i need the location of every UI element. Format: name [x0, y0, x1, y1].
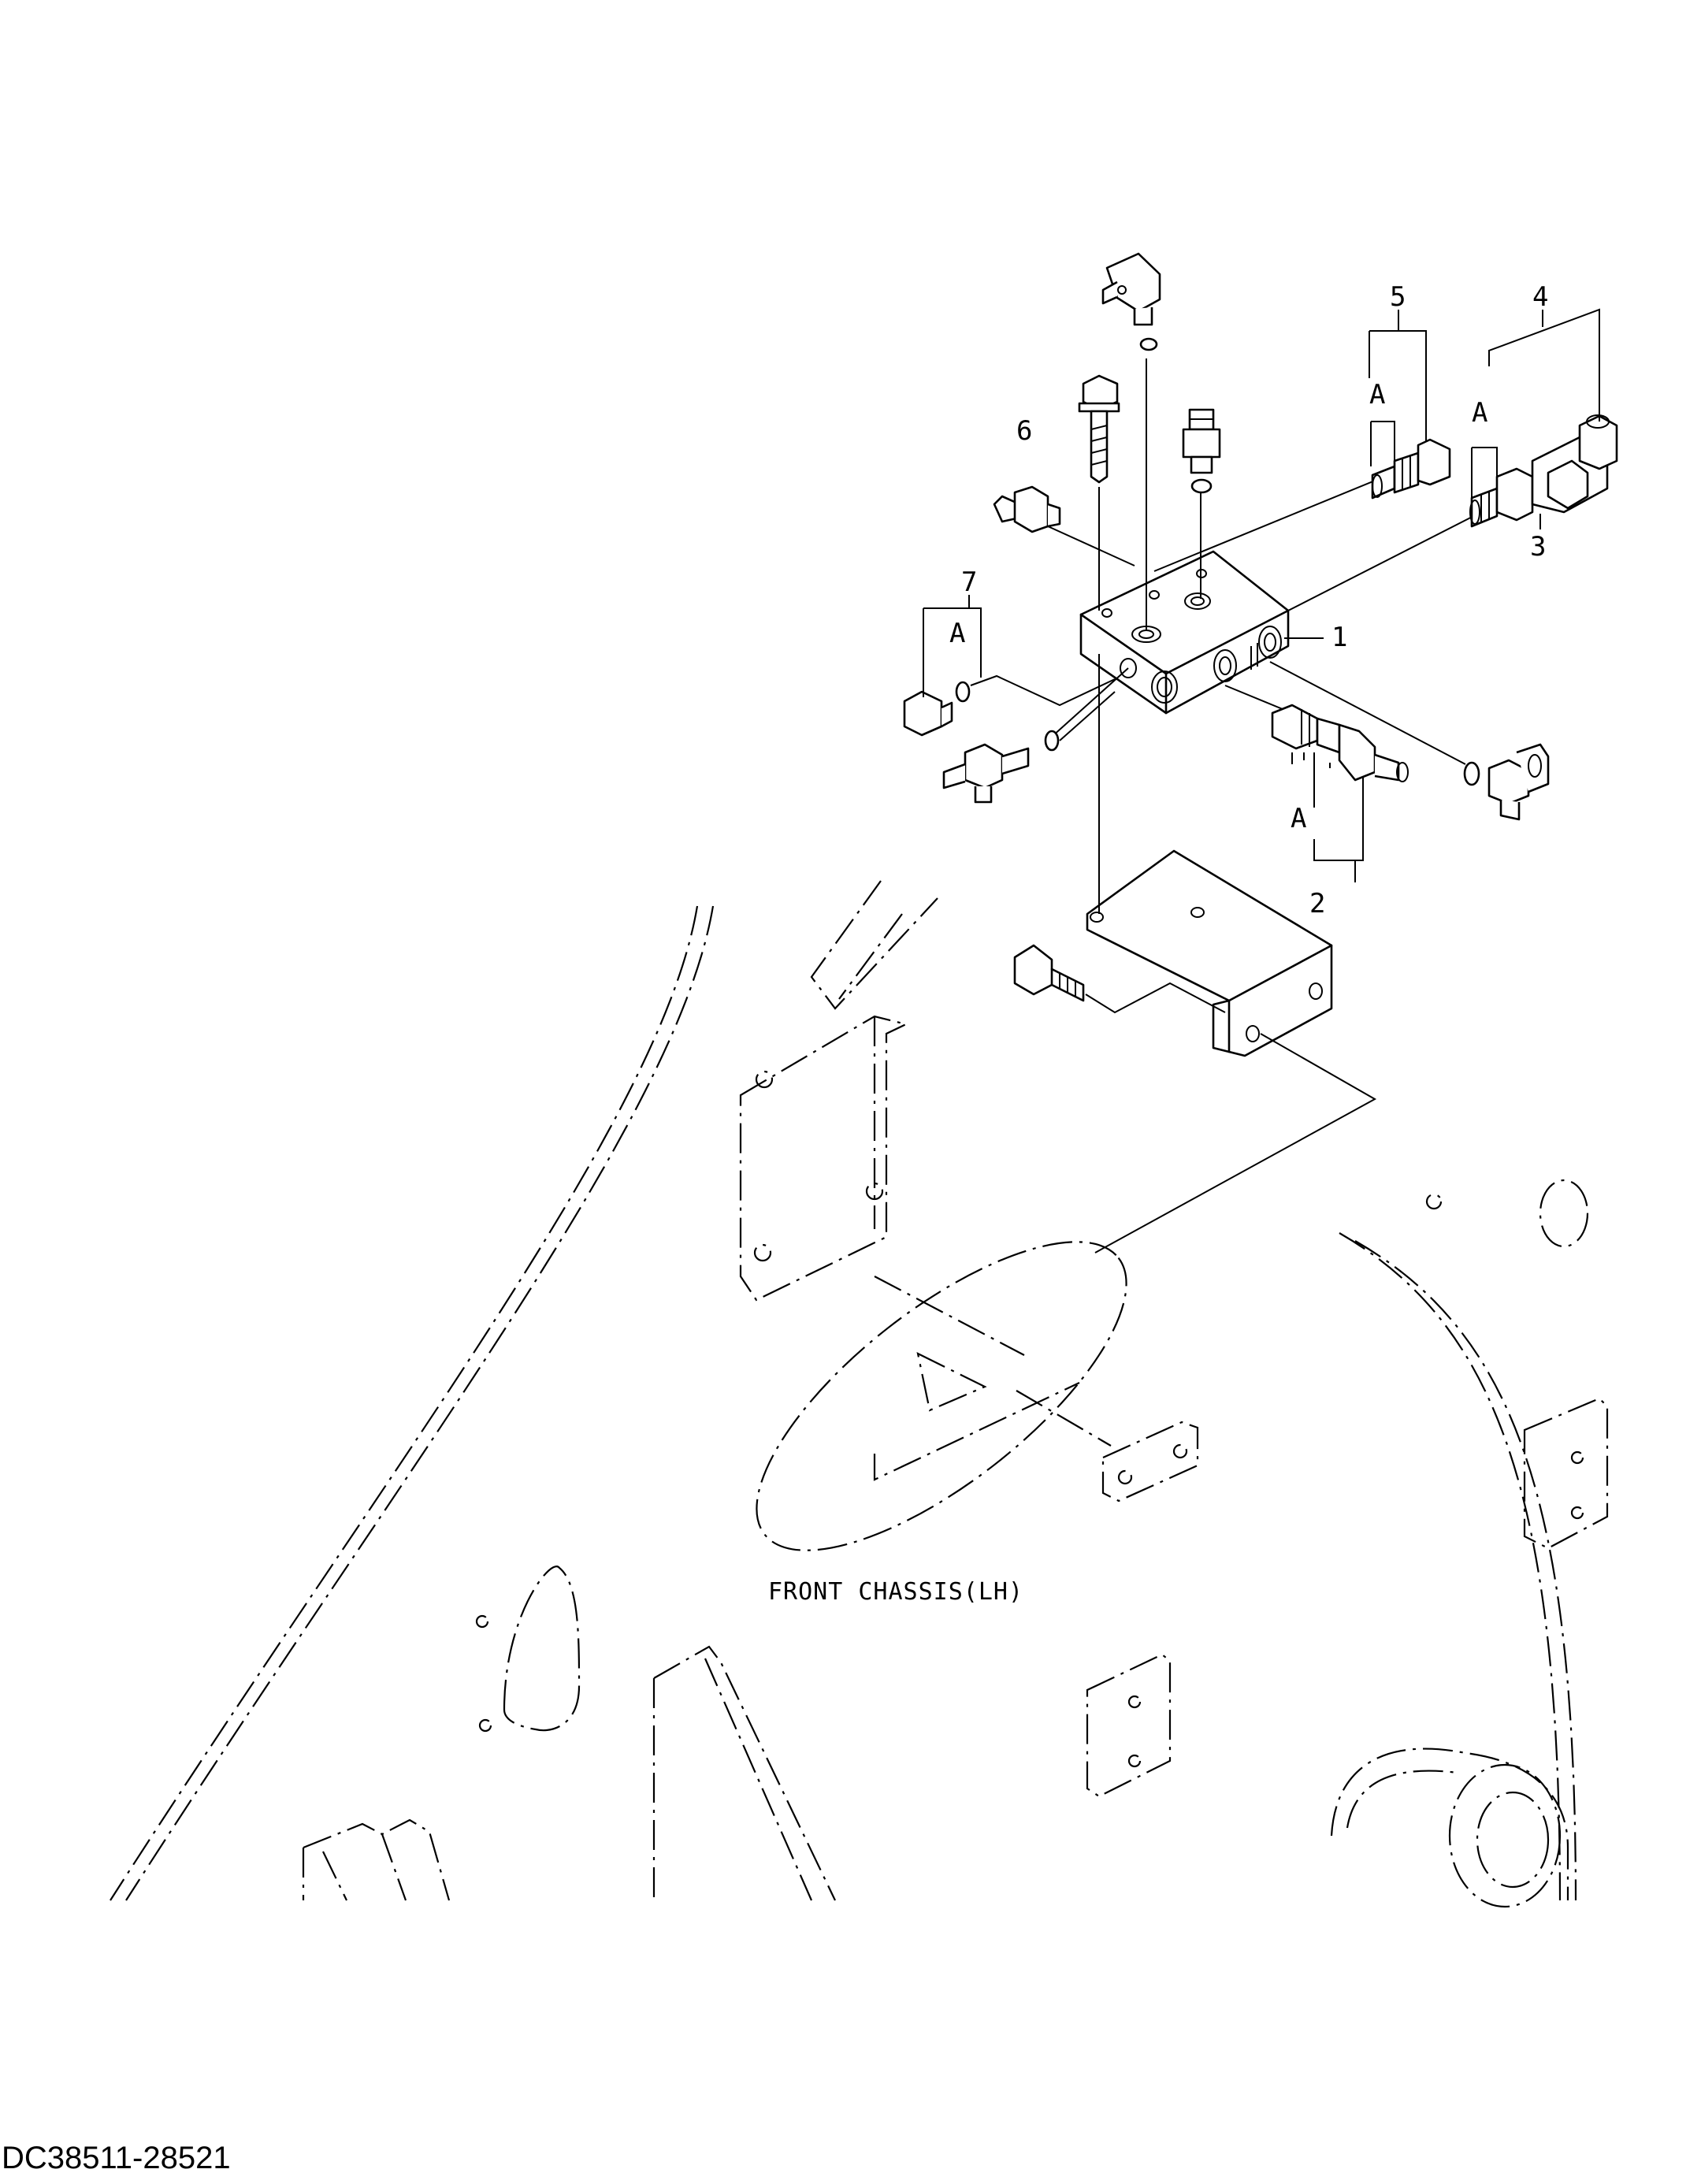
sub-label-a-2: A [1291, 803, 1306, 834]
callout-2: 2 [1309, 888, 1325, 919]
plug-fitting-6 [993, 485, 1061, 533]
callout-5: 5 [1390, 281, 1406, 313]
drawing-number: DC38511-28521 [2, 2141, 231, 2175]
o-ring-top-middle [1190, 478, 1213, 494]
front-chassis-label: FRONT CHASSIS(LH) [768, 1578, 1023, 1606]
bracket-bolt-leader [1085, 982, 1226, 1014]
o-ring-lower-left [1044, 730, 1060, 752]
o-ring-lower-right [1463, 761, 1480, 786]
straight-adapter-top [1182, 408, 1221, 474]
valve-block [1079, 550, 1290, 715]
callout-4: 4 [1532, 281, 1548, 313]
bracket-bolt [1013, 944, 1085, 1002]
callout-3: 3 [1530, 531, 1546, 563]
plug-7 [903, 690, 953, 737]
elbow-fitting-lower-left [942, 743, 1030, 804]
front-chassis-outline [110, 880, 1609, 1908]
plug-7-leader [970, 674, 1116, 707]
elbow-fitting-lower-right [1487, 743, 1550, 821]
cartridge-valve-5 [1371, 438, 1451, 500]
solenoid-valve-3-4 [1469, 414, 1618, 528]
callout-7: 7 [961, 566, 977, 598]
bracket-to-chassis-leader [1094, 1033, 1377, 1254]
callout-1: 1 [1331, 622, 1347, 653]
sub-label-a-5: A [1369, 379, 1385, 410]
elbow-fitting-top [1101, 252, 1161, 326]
callout-6: 6 [1016, 415, 1032, 447]
long-bolt [1078, 374, 1120, 484]
sub-label-a-4: A [1472, 397, 1487, 429]
callout-brackets [923, 308, 1600, 882]
cartridge-valve-2 [1271, 704, 1409, 782]
mounting-bracket [1086, 849, 1333, 1057]
o-ring-7 [955, 681, 971, 703]
sub-label-a-7: A [949, 618, 965, 649]
o-ring-top [1139, 337, 1158, 351]
